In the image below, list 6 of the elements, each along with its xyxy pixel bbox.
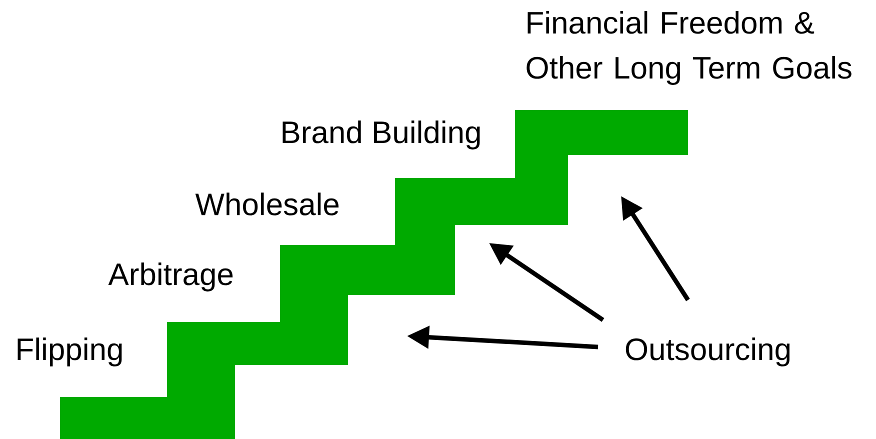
step-label: Arbitrage (108, 262, 233, 292)
step-label: Financial Freedom & Other Long Term Goals (526, 11, 852, 85)
step-label: Flipping (18, 338, 122, 366)
step-label: Brand Building (282, 120, 480, 150)
label-text: Outsourcing (626, 338, 790, 366)
step-label: Wholesale (195, 192, 339, 216)
